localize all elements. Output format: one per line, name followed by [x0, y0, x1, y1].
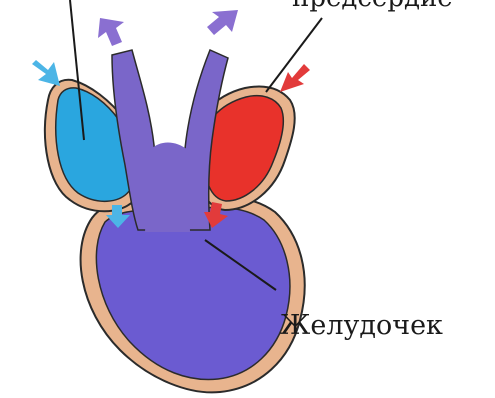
arrow-blue-in-icon	[32, 60, 60, 86]
arrow-purple-left-icon	[98, 18, 124, 46]
arrow-purple-right-icon	[207, 10, 238, 35]
vessel-trunk	[145, 143, 190, 233]
label-top-right: предсердие	[292, 0, 453, 13]
label-ventricle: Желудочек	[280, 310, 443, 341]
